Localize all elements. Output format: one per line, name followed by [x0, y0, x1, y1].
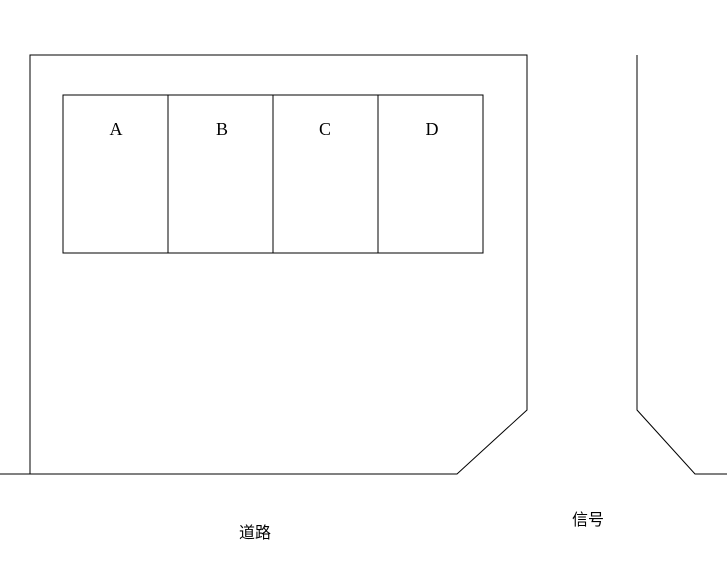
parking-space-c-label: C: [319, 119, 331, 139]
road-label: 道路: [239, 523, 271, 542]
parking-space-d-label: D: [426, 119, 439, 139]
parking-space-a-label: A: [110, 119, 123, 139]
signal-label: 信号: [572, 510, 604, 529]
parking-space-b-label: B: [216, 119, 228, 139]
lot-boundary: [29, 54, 528, 475]
parking-spaces: A B C D: [62, 94, 484, 254]
adjacent-boundary-right: [636, 55, 727, 475]
parking-space-d: [377, 94, 484, 254]
